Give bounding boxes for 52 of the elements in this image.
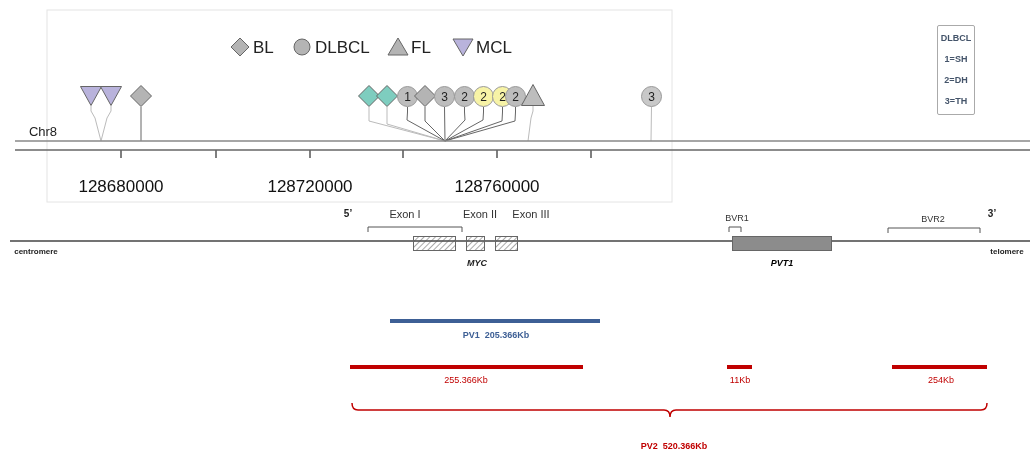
exon-label: Exon III: [512, 208, 550, 220]
tick-label: 128760000: [454, 177, 540, 195]
stem-line: [444, 106, 466, 142]
strand-label: 3’: [987, 209, 997, 219]
axis-label: Chr8: [28, 124, 58, 138]
diamond-marker: [376, 85, 398, 107]
stem-line: [444, 106, 484, 142]
triangle-marker: [80, 86, 102, 106]
stem-line: [406, 106, 446, 142]
legend-box: [937, 25, 975, 115]
triangle-marker: [521, 84, 545, 106]
end-label: centromere: [14, 248, 58, 256]
legend-text: 2=DH: [944, 75, 968, 85]
region-label: BVR2: [921, 214, 945, 224]
range-label: 254Kb: [928, 375, 954, 385]
diamond-marker: [414, 85, 436, 107]
strand-label: 5’: [343, 209, 353, 219]
stem-line: [90, 105, 102, 142]
region-label: BVR1: [725, 213, 749, 223]
gene-box: [732, 236, 832, 251]
legend-text: BL: [253, 38, 274, 56]
gene-name: PVT1: [770, 258, 794, 268]
exon-label: Exon II: [462, 208, 498, 220]
tick-label: 128680000: [78, 177, 164, 195]
exon-box: [495, 236, 518, 251]
stem-line: [444, 106, 503, 142]
stem-line: [140, 106, 142, 142]
gene-name: MYC: [467, 258, 487, 268]
diamond-marker: [130, 85, 152, 107]
chromosome-track: [15, 140, 1030, 151]
range-label: PV2 520.366Kb: [640, 441, 708, 451]
legend-text: DLBCL: [315, 38, 370, 56]
legend-text: 3=TH: [944, 96, 968, 106]
stem-line: [100, 105, 112, 142]
exon-box: [413, 236, 456, 251]
legend-text: DLBCL: [940, 33, 972, 43]
tick-label: 128720000: [267, 177, 353, 195]
stem-line: [527, 105, 534, 142]
exon-label: Exon I: [389, 208, 421, 220]
diamond-marker: [358, 85, 380, 107]
range-label: PV1 205.366Kb: [462, 330, 530, 340]
legend-text: 1=SH: [944, 54, 968, 64]
stem-line: [444, 106, 446, 142]
stem-line: [424, 106, 446, 142]
range-label: 255.366Kb: [444, 375, 488, 385]
triangle-marker: [100, 86, 122, 106]
stem-line: [650, 106, 652, 142]
end-label: telomere: [990, 248, 1024, 256]
range-label: 11Kb: [729, 375, 751, 385]
legend-text: FL: [411, 38, 431, 56]
exon-box: [466, 236, 485, 251]
legend-text: MCL: [476, 38, 512, 56]
